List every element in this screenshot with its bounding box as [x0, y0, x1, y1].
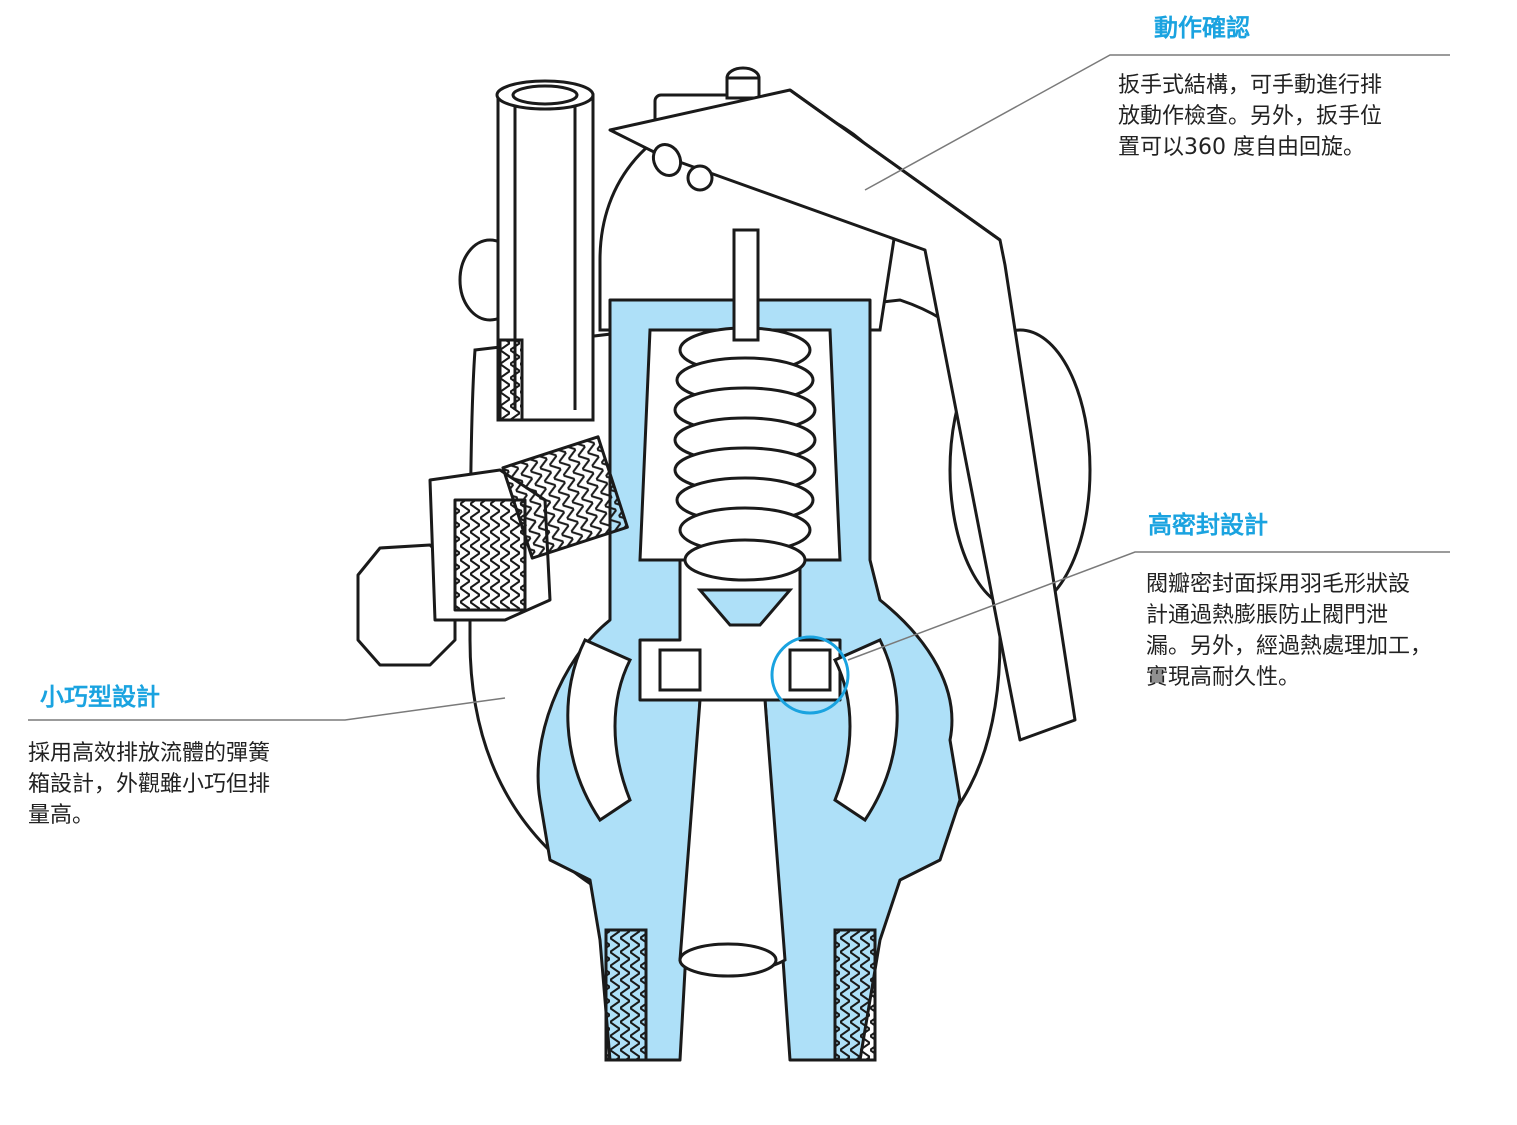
callout-line: 閥瓣密封面採用羽毛形狀設 [1146, 572, 1411, 597]
side-plug [356, 435, 629, 667]
bottom-connection [604, 928, 877, 1062]
callout-line: 採用高效排放流體的彈簧 [28, 741, 271, 766]
leader-action-check [864, 54, 1450, 191]
callout-title-high-seal: 高密封設計 [1148, 510, 1268, 539]
test-lever [608, 88, 1077, 742]
callout-line: 置可以360 度自由回旋。 [1118, 135, 1365, 160]
callout-body-action-check: 扳手式結構，可手動進行排 放動作檢查。另外，扳手位 置可以360 度自由回旋。 [1118, 70, 1382, 163]
valve-disc [658, 588, 832, 692]
leader-high-seal [847, 551, 1450, 661]
callout-title-compact: 小巧型設計 [40, 682, 160, 711]
pilot-tube [495, 79, 595, 422]
callout-line: 量高。 [28, 803, 95, 828]
leader-compact [28, 697, 506, 721]
valve-stem [732, 228, 760, 342]
spring [673, 326, 817, 582]
callout-line: 計通過熱膨脹防止閥門泄 [1146, 603, 1389, 628]
callout-line: 放動作檢查。另外，扳手位 [1118, 104, 1383, 129]
callout-line: 實現高耐久性。 [1146, 665, 1301, 690]
callout-body-compact: 採用高效排放流體的彈簧 箱設計，外觀雖小巧但排 量高。 [28, 738, 270, 831]
callout-line: 扳手式結構，可手動進行排 [1118, 73, 1383, 98]
seal-highlight-circle [770, 635, 850, 715]
callout-line: 箱設計，外觀雖小巧但排 [28, 772, 271, 797]
callout-leaders [28, 54, 1450, 721]
callout-title-action-check: 動作確認 [1154, 13, 1250, 42]
callout-body-high-seal: 閥瓣密封面採用羽毛形狀設 計通過熱膨脹防止閥門泄 漏。另外，經過熱處理加工， 實… [1146, 569, 1432, 693]
callout-line: 漏。另外，經過熱處理加工， [1146, 634, 1433, 659]
